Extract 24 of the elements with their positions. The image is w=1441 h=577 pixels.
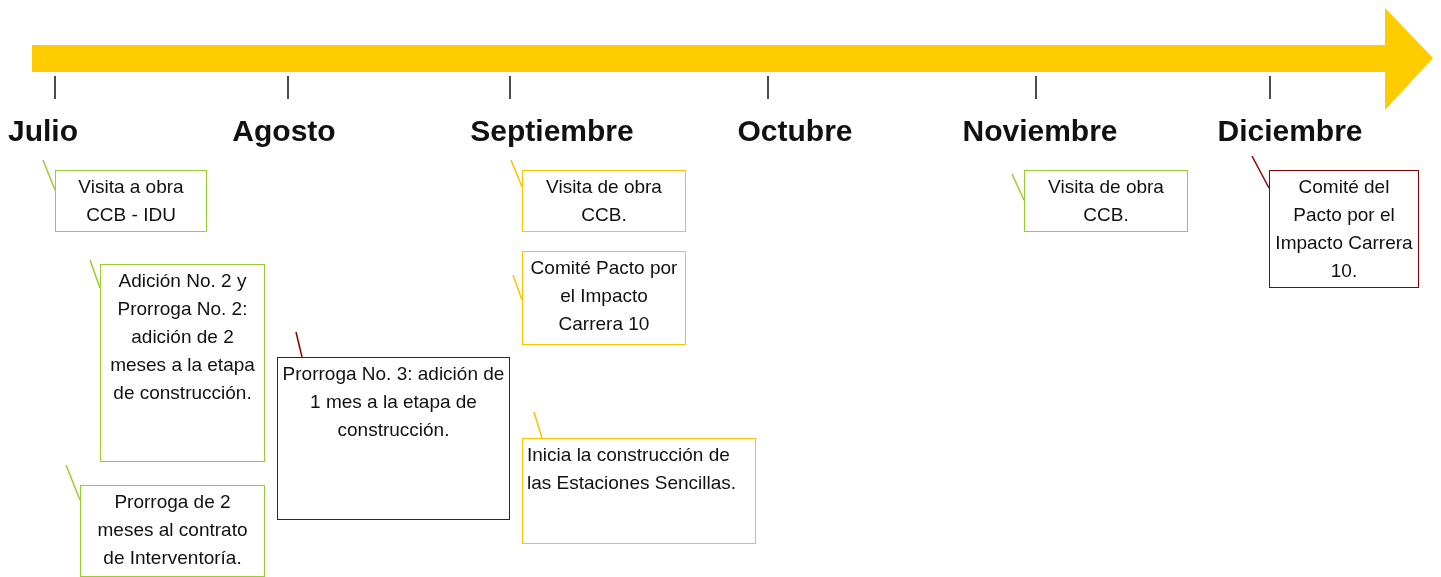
month-label: Diciembre [1217, 114, 1363, 148]
event-box: Visita de obra CCB. [1024, 170, 1188, 232]
event-box: Comité del Pacto por el Impacto Carrera 10. [1269, 170, 1419, 288]
leader-line [65, 464, 81, 501]
month-label: Noviembre [962, 114, 1118, 148]
event-box: Adición No. 2 y Prorroga No. 2: adición de 2 meses a la etapa de construcción. [100, 264, 265, 462]
month-label: Septiembre [470, 114, 634, 148]
event-box: Comité Pacto por el Impacto Carrera 10 [522, 251, 686, 345]
month-label: Agosto [232, 114, 336, 148]
event-box: Visita a obra CCB - IDU [55, 170, 207, 232]
leader-line [533, 411, 543, 439]
leader-line [512, 274, 523, 301]
leader-line [42, 159, 56, 191]
month-label: Octubre [737, 114, 853, 148]
event-box: Visita de obra CCB. [522, 170, 686, 232]
event-box: Inicia la construcción de las Estaciones Sencillas. [522, 438, 756, 544]
leader-line [1251, 155, 1270, 189]
leader-line [295, 331, 303, 358]
month-label: Julio [8, 114, 78, 148]
event-box: Prorroga No. 3: adición de 1 mes a la etapa de construcción. [277, 357, 510, 520]
leader-line [510, 159, 523, 188]
leader-line [89, 259, 101, 289]
leader-line [1011, 173, 1025, 201]
event-box: Prorroga de 2 meses al contrato de Interventoría. [80, 485, 265, 577]
